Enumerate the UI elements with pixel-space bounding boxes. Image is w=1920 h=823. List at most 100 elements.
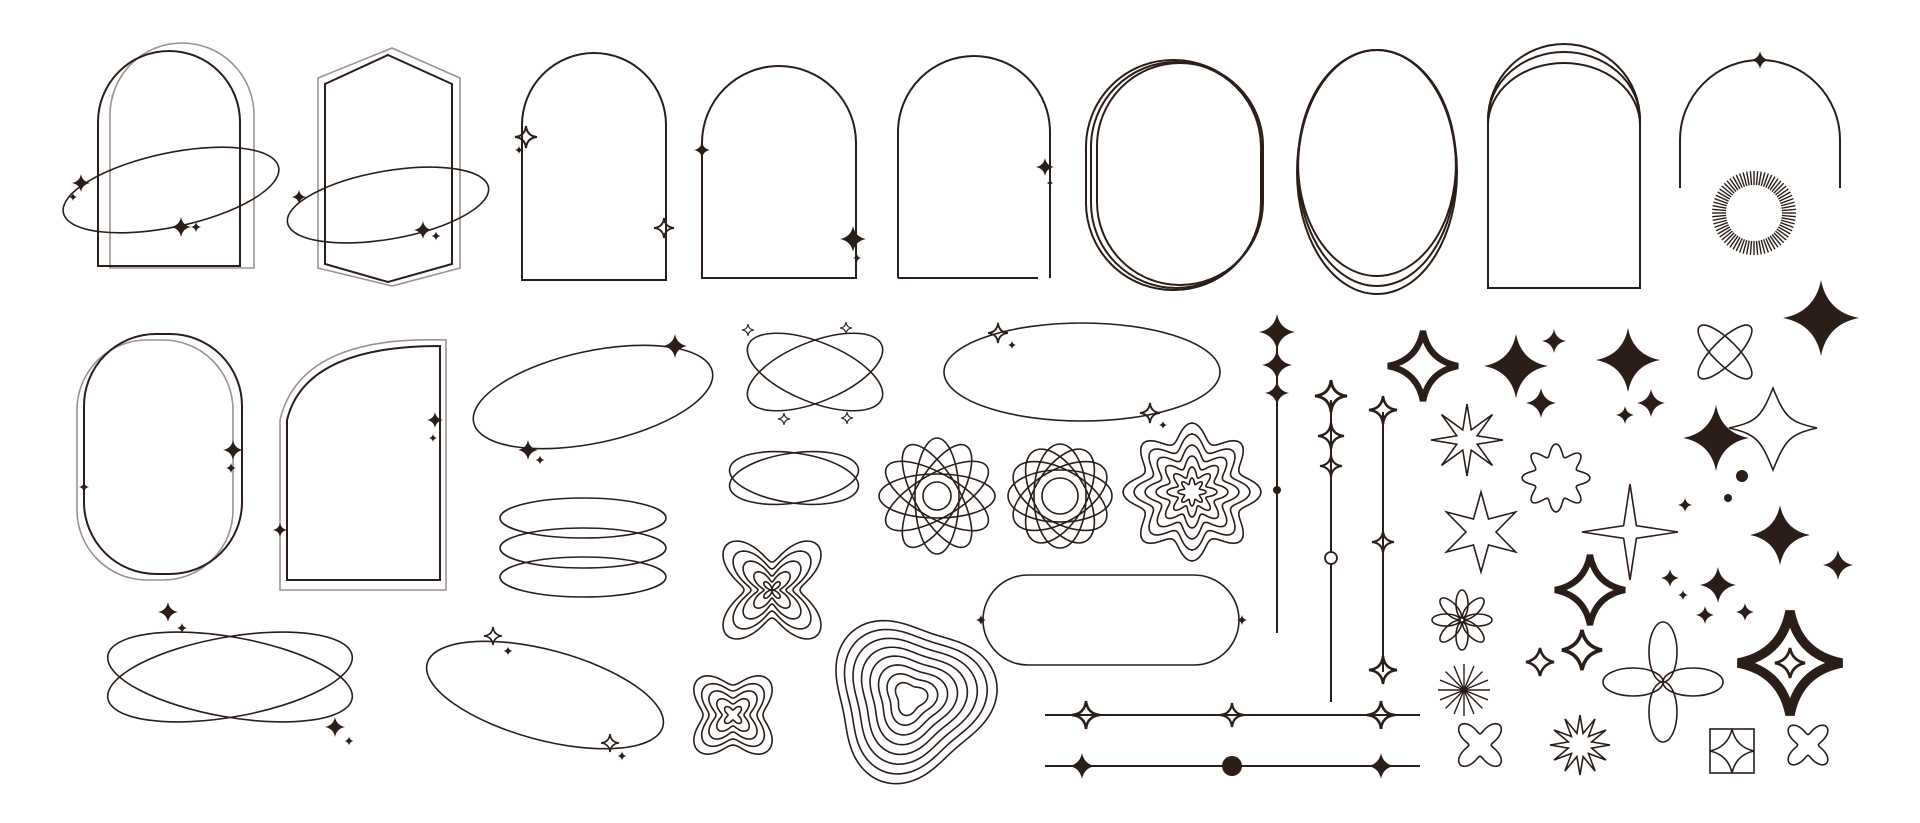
sparkle-icon — [79, 482, 89, 492]
rounded-star-outline — [1728, 385, 1818, 473]
sparkle-icon — [503, 646, 513, 656]
sparkle-icon — [840, 226, 866, 252]
layered-flower-icon — [1122, 422, 1262, 562]
four-petal-flower-icon — [1602, 621, 1724, 743]
sparkle-icon — [1069, 753, 1095, 779]
sparkle-cluster — [1388, 280, 1859, 715]
sparkle-icon — [617, 751, 627, 761]
double-orbit — [741, 321, 884, 426]
four-point-star-icon — [1596, 328, 1660, 392]
sparkle-icon — [431, 231, 441, 241]
sparkle-icon — [976, 615, 986, 625]
leaf-frame-double — [273, 338, 447, 591]
arch-frame-open — [897, 55, 1054, 279]
sparkle-icon — [1036, 158, 1054, 176]
four-point-star-icon — [1700, 567, 1736, 603]
sparkle-icon — [694, 142, 710, 158]
sparkle-icon — [1542, 329, 1566, 353]
stacked-rings — [499, 497, 667, 598]
hexagon-frame-orbit — [286, 47, 490, 287]
sparkle-icon — [429, 434, 437, 442]
sparkle-icon — [777, 412, 791, 426]
six-point-star-icon — [1581, 483, 1679, 581]
sparkle-icon — [653, 217, 675, 239]
starburst-icon — [1438, 664, 1490, 716]
sparkle-icon — [292, 190, 306, 204]
sparkle-icon — [226, 463, 236, 473]
sparkle-icon — [840, 411, 854, 425]
sparkle-icon — [273, 523, 287, 537]
arch-frame-triple — [1487, 43, 1641, 289]
flower-icon — [1521, 443, 1591, 513]
sparkle-icon — [1678, 498, 1692, 512]
sparkle-icon — [325, 717, 345, 737]
sparkle-icon — [1046, 179, 1054, 187]
sparkle-icon — [839, 321, 853, 335]
tilted-oval-frame — [472, 334, 714, 465]
arch-frame-sparkles — [514, 52, 675, 281]
arch-frame-plain — [694, 65, 866, 279]
tilted-oval-small — [425, 626, 665, 761]
spirograph-flower-icon — [878, 437, 996, 555]
sunburst-icon — [1712, 171, 1796, 255]
crossed-orbits — [106, 602, 354, 746]
ripple-clover-icon — [693, 675, 773, 755]
sparkle-icon — [1678, 590, 1688, 600]
sparkle-icon — [1751, 51, 1769, 69]
framed-star-icon — [1709, 728, 1755, 774]
sparkle-icon — [741, 323, 755, 337]
four-point-star-icon — [1750, 505, 1810, 565]
six-point-star-icon — [1443, 489, 1519, 575]
sparkle-icon — [1159, 421, 1167, 429]
sparkle-icon — [1265, 381, 1289, 405]
sparkle-icon — [535, 455, 545, 465]
spirograph-flower-icon — [1007, 443, 1113, 549]
sparkle-icon — [1367, 394, 1399, 426]
sparkle-icon — [1259, 314, 1295, 350]
horizontal-divider-1 — [1045, 699, 1420, 731]
sparkle-icon — [1661, 569, 1679, 587]
sparkle-icon — [158, 602, 178, 622]
four-point-star-icon — [1560, 628, 1604, 672]
sparkle-icon — [1008, 341, 1016, 349]
sparkle-icon — [1696, 606, 1714, 624]
four-point-star-icon — [1555, 555, 1625, 625]
arch-top-with-star — [1679, 51, 1841, 188]
sparkle-icon — [1616, 406, 1634, 424]
sparkle-icon — [1823, 550, 1853, 580]
sparkle-icon — [72, 174, 90, 192]
four-point-star-icon — [1388, 331, 1458, 401]
sparkle-icon — [514, 125, 538, 149]
pill-frame — [976, 574, 1247, 666]
capsule-frame-triple — [1085, 59, 1264, 291]
sparkle-icon — [1526, 388, 1556, 418]
ripple-star-icon — [722, 540, 822, 640]
sparkle-icon — [518, 440, 538, 460]
sparkle-icon — [1736, 603, 1754, 621]
sparkle-icon — [171, 217, 191, 237]
four-point-star-icon — [1484, 334, 1548, 398]
vertical-divider-2 — [1313, 378, 1349, 702]
sparkle-icon — [1313, 378, 1349, 414]
arch-frame-orbit — [62, 42, 280, 269]
double-orbit-flat — [728, 450, 860, 506]
four-point-star-icon — [1524, 646, 1556, 678]
vertical-divider-3 — [1367, 394, 1399, 686]
eight-point-star-icon — [1430, 403, 1504, 477]
oval-frame-triple — [1296, 49, 1458, 295]
sparkle-icon — [663, 334, 687, 358]
oval-frame-wide — [943, 322, 1221, 429]
four-point-star-icon — [1783, 280, 1859, 356]
sparkle-icon — [1637, 389, 1665, 417]
sparkle-icon — [1773, 646, 1807, 680]
clover-icon — [1457, 722, 1503, 768]
sparkle-icon — [1262, 350, 1292, 380]
capsule-frame-double — [76, 333, 243, 581]
vertical-divider-1 — [1259, 314, 1295, 633]
sparkle-icon — [1139, 402, 1161, 424]
four-point-star-icon — [1683, 405, 1749, 471]
clover-icon — [1787, 724, 1829, 766]
sparkle-icon — [1368, 753, 1394, 779]
sparkle-icon — [853, 254, 861, 262]
